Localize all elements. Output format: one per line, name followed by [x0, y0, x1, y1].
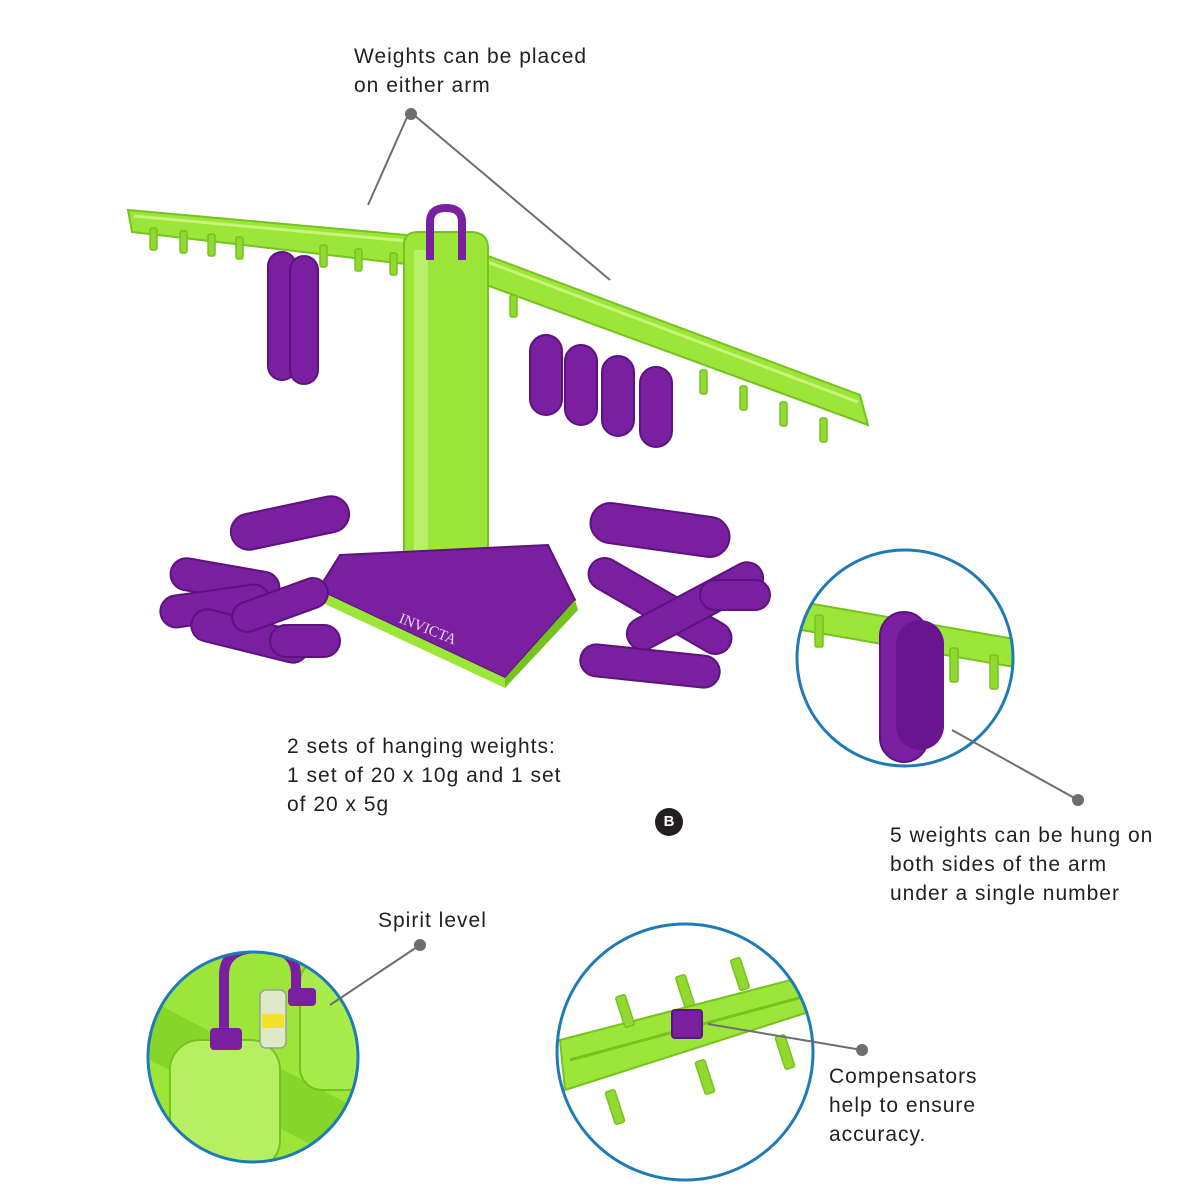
spirit-level-handle — [426, 203, 466, 260]
label-weight-sets: 2 sets of hanging weights: 1 set of 20 x… — [287, 735, 562, 816]
loose-weights-left — [159, 495, 351, 664]
label-weights-either-arm: Weights can be placed on either arm — [354, 45, 588, 97]
label-compensators: Compensators help to ensure accuracy. — [829, 1065, 978, 1146]
loose-weights-right — [579, 502, 771, 689]
detail-circle-spirit-level — [146, 950, 360, 1164]
detail-circle-compensators — [555, 922, 815, 1182]
balance-scale: INVICTA — [126, 203, 870, 689]
label-spirit-level: Spirit level — [378, 909, 487, 932]
label-five-weights: 5 weights can be hung on both sides of t… — [890, 824, 1154, 905]
badge-b: B — [655, 808, 683, 836]
leader-lines — [329, 108, 1084, 1056]
hanging-weights-left — [267, 251, 319, 385]
hanging-weights-right — [529, 334, 673, 448]
detail-circle-weights — [795, 548, 1015, 768]
arm-pegs-left — [149, 227, 398, 276]
